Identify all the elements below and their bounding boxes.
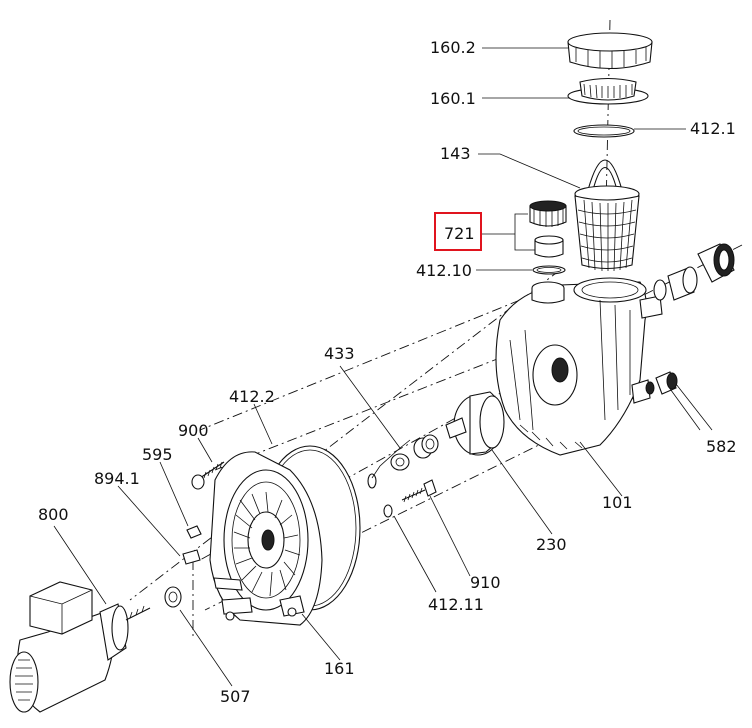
label-160-1: 160.1	[430, 89, 476, 108]
small-o-ring-left	[367, 473, 377, 489]
label-900: 900	[178, 421, 209, 440]
part-910-screw	[401, 479, 437, 503]
part-230-impeller	[445, 391, 505, 456]
part-160-1-lid	[567, 77, 649, 105]
part-721-plug-and-cap	[529, 200, 567, 258]
label-412-1: 412.1	[690, 119, 736, 138]
label-800: 800	[38, 505, 69, 524]
part-595-block	[186, 525, 202, 539]
part-union-fittings	[653, 243, 735, 301]
label-101: 101	[602, 493, 633, 512]
part-507-slinger	[164, 586, 182, 608]
label-412-11: 412.11	[428, 595, 484, 614]
label-160-2: 160.2	[430, 38, 476, 57]
part-161-backplate	[209, 451, 323, 626]
part-412-11-o-ring	[383, 504, 393, 518]
part-101-pump-housing	[495, 277, 663, 456]
highlight-box-721	[434, 212, 482, 251]
leader-lines	[53, 47, 713, 687]
label-433: 433	[324, 344, 355, 363]
label-412-10: 412.10	[416, 261, 472, 280]
label-412-2: 412.2	[229, 387, 275, 406]
part-433-mechanical-seal	[390, 434, 439, 471]
part-894-1-block	[182, 549, 201, 565]
label-595: 595	[142, 445, 173, 464]
part-582-fittings	[645, 371, 678, 395]
part-160-2-cover-ring	[567, 32, 653, 70]
label-161: 161	[324, 659, 355, 678]
part-900-bolt	[191, 461, 225, 490]
part-800-motor	[9, 581, 151, 713]
label-507: 507	[220, 687, 251, 706]
label-582: 582	[706, 437, 737, 456]
label-721: 721	[444, 224, 475, 243]
label-230: 230	[536, 535, 567, 554]
label-894-1: 894.1	[94, 469, 140, 488]
label-910: 910	[470, 573, 501, 592]
part-143-basket	[574, 159, 640, 272]
label-143: 143	[440, 144, 471, 163]
